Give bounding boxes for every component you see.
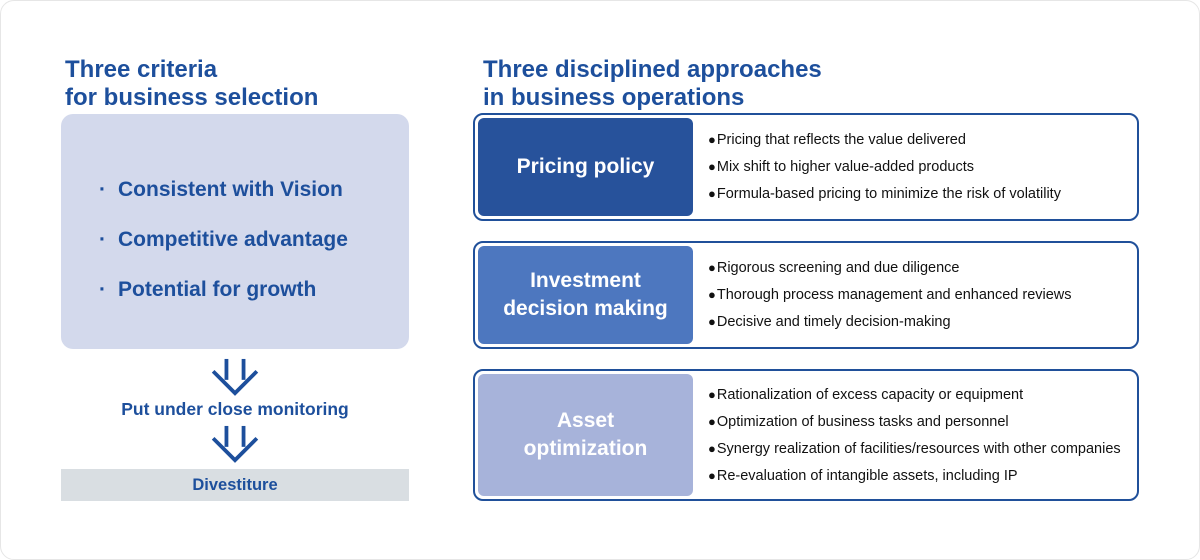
left-heading-line1: Three criteria bbox=[65, 56, 218, 83]
bullet-text: Thorough process management and enhanced… bbox=[716, 287, 1072, 303]
divestiture-label: Divestiture bbox=[192, 475, 278, 494]
bullet-circle-icon: ● bbox=[708, 159, 716, 174]
bullet-dot-icon: · bbox=[99, 228, 106, 251]
approach-row-pricing-policy: Pricing policy ● Pricing that reflects t… bbox=[473, 113, 1139, 221]
bullet-text: Formula-based pricing to minimize the ri… bbox=[716, 186, 1061, 202]
row-label-pricing-policy: Pricing policy bbox=[478, 118, 693, 216]
bullet-line: ● Rigorous screening and due diligence bbox=[708, 260, 1137, 276]
row-content-pricing-policy: ● Pricing that reflects the value delive… bbox=[696, 115, 1137, 219]
row-label-asset-optimization: Asset optimization bbox=[478, 374, 693, 496]
approach-row-asset-optimization: Asset optimization ● Rationalization of … bbox=[473, 369, 1139, 501]
row-label-investment-decision-making: Investment decision making bbox=[478, 246, 693, 344]
criteria-item: · Consistent with Vision bbox=[99, 165, 409, 215]
bullet-line: ● Pricing that reflects the value delive… bbox=[708, 132, 1137, 148]
row-label-line1: Investment bbox=[530, 268, 641, 292]
right-section-heading: Three disciplined approaches in business… bbox=[483, 56, 822, 113]
bullet-line: ● Mix shift to higher value-added produc… bbox=[708, 159, 1137, 175]
row-content-asset-optimization: ● Rationalization of excess capacity or … bbox=[696, 371, 1137, 499]
criteria-box: · Consistent with Vision · Competitive a… bbox=[61, 114, 409, 349]
right-heading-line2: in business operations bbox=[483, 84, 745, 112]
bullet-line: ● Thorough process management and enhanc… bbox=[708, 287, 1137, 303]
bullet-text: Pricing that reflects the value delivere… bbox=[716, 132, 966, 148]
bullet-line: ● Synergy realization of facilities/reso… bbox=[708, 441, 1137, 457]
bullet-text: Rationalization of excess capacity or eq… bbox=[716, 386, 1024, 403]
criteria-item: · Competitive advantage bbox=[99, 215, 409, 265]
bullet-text: Synergy realization of facilities/resour… bbox=[716, 440, 1121, 457]
row-label-line2: optimization bbox=[523, 437, 648, 460]
bullet-circle-icon: ● bbox=[708, 386, 716, 402]
row-content-investment-decision-making: ● Rigorous screening and due diligence ●… bbox=[696, 243, 1137, 347]
left-heading-line2: for business selection bbox=[65, 84, 319, 112]
criteria-item-label: Consistent with Vision bbox=[118, 178, 343, 201]
bullet-text: Rigorous screening and due diligence bbox=[716, 260, 960, 276]
row-label-line1: Pricing policy bbox=[516, 154, 655, 178]
bullet-line: ● Re-evaluation of intangible assets, in… bbox=[708, 468, 1137, 484]
bullet-circle-icon: ● bbox=[708, 467, 716, 483]
bullet-line: ● Rationalization of excess capacity or … bbox=[708, 387, 1137, 403]
left-section-heading: Three criteria for business selection bbox=[65, 56, 318, 113]
bullet-dot-icon: · bbox=[99, 278, 106, 301]
bullet-text: Mix shift to higher value-added products bbox=[716, 159, 974, 175]
bullet-line: ● Optimization of business tasks and per… bbox=[708, 414, 1137, 430]
monitoring-label: Put under close monitoring bbox=[121, 399, 349, 419]
bullet-circle-icon: ● bbox=[708, 440, 716, 456]
down-arrow-icon bbox=[211, 358, 259, 396]
down-arrow-icon bbox=[211, 425, 259, 463]
bullet-text: Re-evaluation of intangible assets, incl… bbox=[716, 467, 1018, 484]
divestiture-box: Divestiture bbox=[61, 469, 409, 501]
bullet-circle-icon: ● bbox=[708, 260, 716, 275]
right-heading-line1: Three disciplined approaches bbox=[483, 56, 822, 83]
bullet-text: Decisive and timely decision-making bbox=[716, 314, 951, 330]
bullet-line: ● Decisive and timely decision-making bbox=[708, 314, 1137, 330]
bullet-dot-icon: · bbox=[99, 178, 106, 201]
criteria-item: · Potential for growth bbox=[99, 265, 409, 315]
approach-row-investment-decision-making: Investment decision making ● Rigorous sc… bbox=[473, 241, 1139, 349]
bullet-circle-icon: ● bbox=[708, 314, 716, 329]
bullet-circle-icon: ● bbox=[708, 186, 716, 201]
row-label-line2: decision making bbox=[503, 297, 668, 320]
criteria-item-label: Competitive advantage bbox=[118, 228, 348, 251]
bullet-circle-icon: ● bbox=[708, 132, 716, 147]
criteria-item-label: Potential for growth bbox=[118, 278, 317, 301]
bullet-line: ● Formula-based pricing to minimize the … bbox=[708, 186, 1137, 202]
bullet-text: Optimization of business tasks and perso… bbox=[716, 413, 1009, 430]
bullet-circle-icon: ● bbox=[708, 413, 716, 429]
row-label-line1: Asset bbox=[556, 408, 615, 432]
bullet-circle-icon: ● bbox=[708, 287, 716, 302]
